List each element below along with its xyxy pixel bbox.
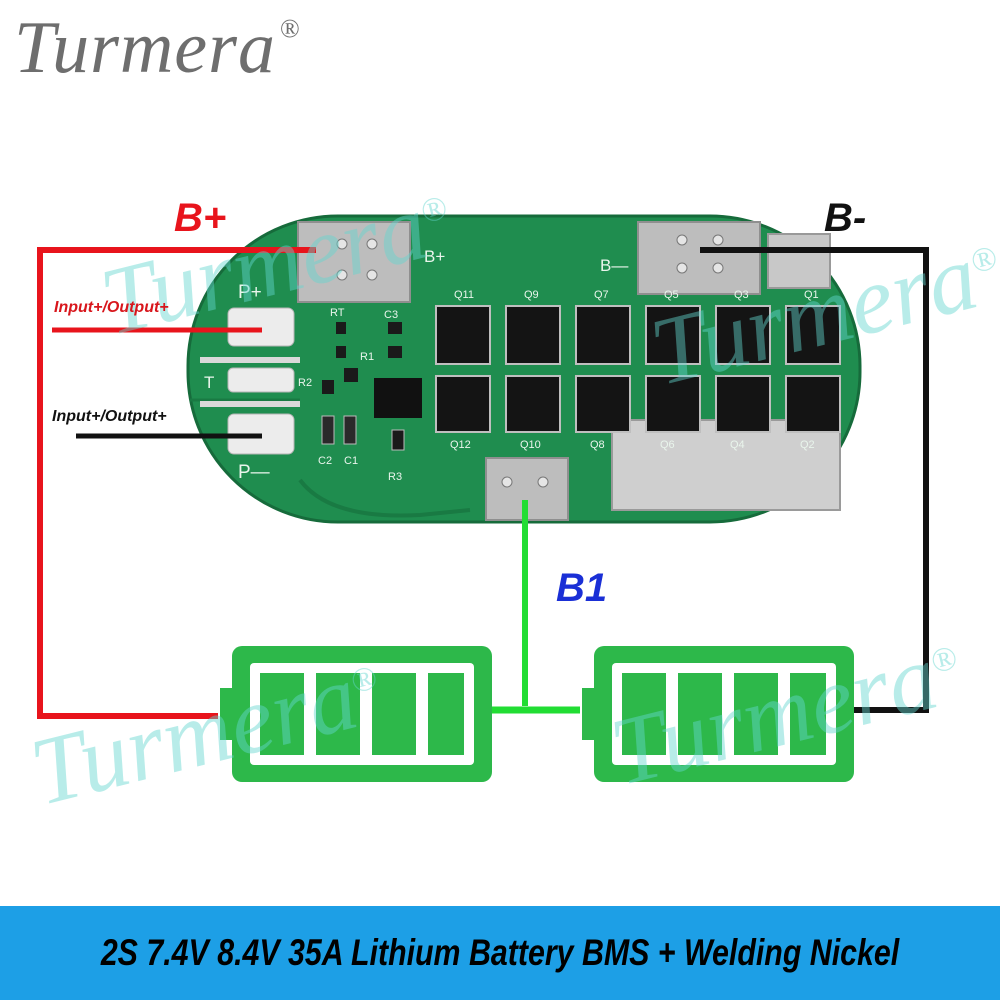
silk-q12: Q12: [450, 439, 471, 451]
silk-q11: Q11: [454, 289, 474, 301]
protection-ic: [374, 378, 422, 418]
silk-r1: R1: [360, 351, 374, 363]
component-rt: [336, 322, 346, 334]
mosfet-chip-q11: [435, 305, 491, 365]
component-r3: [391, 429, 405, 451]
label-input-output-top: Input+/Output+: [54, 299, 169, 316]
b-minus-nickel-pad: [637, 221, 761, 295]
label-input-output-bottom: Input+/Output+: [52, 408, 167, 425]
mosfet-chip-q7: [575, 305, 631, 365]
registered-mark: ®: [279, 14, 301, 43]
footer-title: 2S 7.4V 8.4V 35A Lithium Battery BMS + W…: [100, 932, 900, 973]
copper-pad-bottom-right: [611, 419, 841, 511]
capacitor-c2: [321, 415, 335, 445]
silk-q10: Q10: [520, 439, 541, 451]
mosfet-chip-q9: [505, 305, 561, 365]
mosfet-chip-q12: [435, 375, 491, 433]
silk-q7: Q7: [594, 289, 609, 301]
silk-p-minus: P—: [238, 462, 270, 483]
component-r1: [388, 346, 402, 358]
silk-q2: Q2: [800, 439, 815, 451]
p-plus-pad: [227, 307, 295, 347]
silk-q5: Q5: [664, 289, 679, 301]
battery-cell-right: [582, 646, 854, 782]
label-b-minus: B-: [824, 196, 867, 240]
battery-cell-left: [220, 646, 492, 782]
t-pad: [227, 367, 295, 393]
mosfet-array: [435, 305, 841, 433]
silk-q4: Q4: [730, 439, 745, 451]
silk-r2: R2: [298, 377, 312, 389]
bms-pcb-board: B+ B— P+ T P— RT C3 R1 R2 C2 C1 R3 Q11 Q9…: [186, 214, 862, 524]
bms-wiring-diagram: B+ B— P+ T P— RT C3 R1 R2 C2 C1 R3 Q11 Q9…: [37, 214, 929, 782]
brand-name: Turmera: [14, 7, 276, 89]
brand-logo: Turmera®: [14, 6, 300, 91]
mosfet-chip-q5: [645, 305, 701, 365]
silk-q6: Q6: [660, 439, 675, 451]
pad-divider-bottom: [200, 401, 300, 407]
component-c3: [388, 322, 402, 334]
mosfet-chip-q10: [505, 375, 561, 433]
silk-b-minus: B—: [600, 256, 628, 275]
b-plus-wire: [37, 247, 316, 719]
silk-b-plus: B+: [424, 247, 445, 266]
mosfet-chip-q8: [575, 375, 631, 433]
mosfet-chip-q1: [785, 305, 841, 365]
silk-rt: RT: [330, 307, 345, 319]
mosfet-chip-q6: [645, 375, 701, 433]
silk-q9: Q9: [524, 289, 539, 301]
b-minus-wire: [700, 247, 929, 713]
capacitor-c1: [343, 415, 357, 445]
label-b-plus: B+: [174, 196, 227, 240]
silk-q3: Q3: [734, 289, 749, 301]
mosfet-chip-q3: [715, 305, 771, 365]
silk-c1: C1: [344, 455, 358, 467]
component-r2a: [322, 380, 334, 394]
silk-p-plus: P+: [238, 282, 262, 303]
silk-c3: C3: [384, 309, 398, 321]
mosfet-chip-q2: [785, 375, 841, 433]
mosfet-chip-q4: [715, 375, 771, 433]
label-b1: B1: [556, 566, 608, 610]
b-plus-nickel-pad: [297, 221, 411, 303]
footer-banner: 2S 7.4V 8.4V 35A Lithium Battery BMS + W…: [0, 906, 1000, 1000]
silk-t: T: [204, 373, 214, 392]
copper-pad-top-right: [767, 233, 831, 289]
silk-q8: Q8: [590, 439, 605, 451]
component-r1a: [336, 346, 346, 358]
silk-r3: R3: [388, 471, 402, 483]
silk-c2: C2: [318, 455, 332, 467]
silk-q1: Q1: [804, 289, 819, 301]
component-r2: [344, 368, 358, 382]
pad-divider-top: [200, 357, 300, 363]
